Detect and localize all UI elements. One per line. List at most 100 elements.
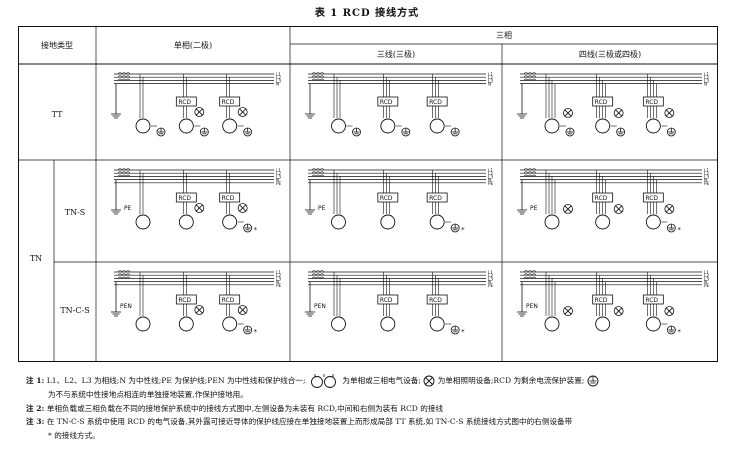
rcd-box bbox=[219, 192, 241, 203]
equipment bbox=[429, 118, 445, 134]
note-1-text-b: 为单相或三相电气设备; bbox=[342, 376, 421, 385]
rcd-box-label: RCD bbox=[429, 297, 442, 304]
transformer-coil-1 bbox=[117, 75, 131, 78]
rcd-box-label: RCD bbox=[595, 297, 608, 304]
lamp bbox=[194, 107, 205, 117]
transformer-coil-1 bbox=[117, 273, 131, 276]
equipment bbox=[331, 316, 346, 332]
note-1-continued: 为不与系统中性接地点相连的单独接地装置,作保护接地用。 bbox=[26, 388, 726, 402]
rcd-box-label: RCD bbox=[380, 195, 393, 202]
busbar-label-2: L3 bbox=[488, 276, 493, 281]
rcd-box bbox=[642, 192, 664, 203]
busbar-label-0: L1 bbox=[488, 168, 493, 173]
rcd-box-label: RCD bbox=[222, 99, 235, 106]
earth-electrode-symbol-icon bbox=[587, 375, 599, 387]
lamp-x2 bbox=[665, 109, 673, 117]
equipment bbox=[222, 118, 238, 134]
transformer-coil-2 bbox=[523, 174, 537, 177]
rcd-box-label: RCD bbox=[178, 99, 191, 106]
busbar-label-4: PE bbox=[704, 283, 710, 288]
transformer-coil-2 bbox=[311, 276, 325, 279]
lamp-x2 bbox=[239, 204, 247, 212]
rcd-box bbox=[219, 96, 241, 107]
transformer-coil-2 bbox=[311, 174, 325, 177]
rcd-box-label: RCD bbox=[645, 99, 658, 106]
lamp-x2 bbox=[564, 307, 572, 315]
busbar-label-3: N bbox=[276, 280, 279, 285]
busbar-label-4: PE bbox=[276, 181, 282, 186]
lamp-x2 bbox=[615, 109, 623, 117]
rcd-box bbox=[426, 96, 448, 107]
lamp bbox=[194, 203, 205, 213]
equipment bbox=[178, 316, 194, 332]
rcd-box-label: RCD bbox=[645, 195, 658, 202]
equipment bbox=[429, 214, 445, 230]
busbar-label-3: N bbox=[704, 178, 707, 183]
note-3-text-b: * 的接线方式。 bbox=[48, 430, 100, 440]
row-label-tn: TN bbox=[29, 254, 43, 263]
header-ground-type: 接地类型 bbox=[41, 41, 73, 50]
rcd-box bbox=[175, 96, 197, 107]
busbar-label-3: N bbox=[276, 178, 279, 183]
busbar-label-4: PE bbox=[488, 283, 494, 288]
row-label-tn-s: TN-S bbox=[64, 208, 86, 217]
equipment bbox=[544, 118, 560, 134]
pen-label: PEN bbox=[526, 303, 538, 310]
busbar-label-1: L2 bbox=[276, 171, 281, 176]
busbar-label-3: N bbox=[276, 82, 279, 87]
lamp bbox=[194, 305, 205, 315]
rcd-box bbox=[377, 96, 399, 107]
star-mark: * bbox=[254, 328, 258, 336]
busbar-label-3: N bbox=[488, 280, 491, 285]
equipment bbox=[645, 316, 661, 332]
transformer-coil-1 bbox=[523, 75, 537, 78]
note-3: 注 3: 在 TN-C-S 系统中使用 RCD 的电气设备,其外露可接近导体的保… bbox=[26, 415, 726, 429]
busbar-label-2: L3 bbox=[488, 78, 493, 83]
rcd-box bbox=[175, 192, 197, 203]
busbar-label-3: N bbox=[704, 280, 707, 285]
star-mark: * bbox=[461, 328, 465, 336]
note-1-text-d: 为不与系统中性接地点相连的单独接地装置,作保护接地用。 bbox=[48, 390, 248, 399]
rcd-box bbox=[426, 192, 448, 203]
note-3-text: 在 TN-C-S 系统中使用 RCD 的电气设备,其外露可接近导体的保护线应接在… bbox=[46, 417, 573, 426]
transformer-coil-0 bbox=[117, 168, 131, 171]
busbar-label-1: L2 bbox=[488, 273, 493, 278]
lamp-x2 bbox=[195, 306, 203, 314]
busbar-label-2: L3 bbox=[704, 78, 709, 83]
rcd-box bbox=[175, 294, 197, 305]
lamp bbox=[664, 108, 675, 118]
star-mark: * bbox=[677, 328, 681, 336]
busbar-label-0: L1 bbox=[704, 72, 709, 77]
note-2-label: 注 2: bbox=[26, 403, 45, 413]
transformer-coil-1 bbox=[117, 171, 131, 174]
lamp-symbol-icon bbox=[423, 375, 435, 387]
rcd-box-label: RCD bbox=[595, 99, 608, 106]
note-3-label: 注 3: bbox=[26, 417, 45, 426]
rcd-box-label: RCD bbox=[222, 297, 235, 304]
equipment bbox=[645, 214, 661, 230]
lamp-x2 bbox=[665, 205, 673, 213]
pen-label: PEN bbox=[120, 303, 132, 310]
rcd-box-label: RCD bbox=[222, 195, 235, 202]
lamp-x2 bbox=[195, 204, 203, 212]
transformer-coil-1 bbox=[311, 171, 325, 174]
note-2-text: 单相负载或三相负载在不同的接地保护系统中的接线方式图中,左侧设备为未装有 RCD… bbox=[46, 403, 444, 413]
star-mark: * bbox=[461, 226, 465, 234]
equipment bbox=[595, 316, 611, 332]
rcd-box-label: RCD bbox=[595, 195, 608, 202]
busbar-label-0: L1 bbox=[276, 168, 281, 173]
busbar-label-1: L2 bbox=[704, 75, 709, 80]
busbar-label-1: L2 bbox=[704, 171, 709, 176]
note-1-label: 注 1: bbox=[26, 376, 45, 385]
transformer-coil-1 bbox=[311, 273, 325, 276]
equipment bbox=[135, 118, 151, 134]
equipment bbox=[178, 118, 194, 134]
lamp bbox=[613, 306, 624, 316]
equipment bbox=[135, 214, 151, 230]
rcd-box bbox=[642, 294, 664, 305]
busbar-label-2: L3 bbox=[704, 276, 709, 281]
busbar-label-2: L3 bbox=[488, 174, 493, 179]
